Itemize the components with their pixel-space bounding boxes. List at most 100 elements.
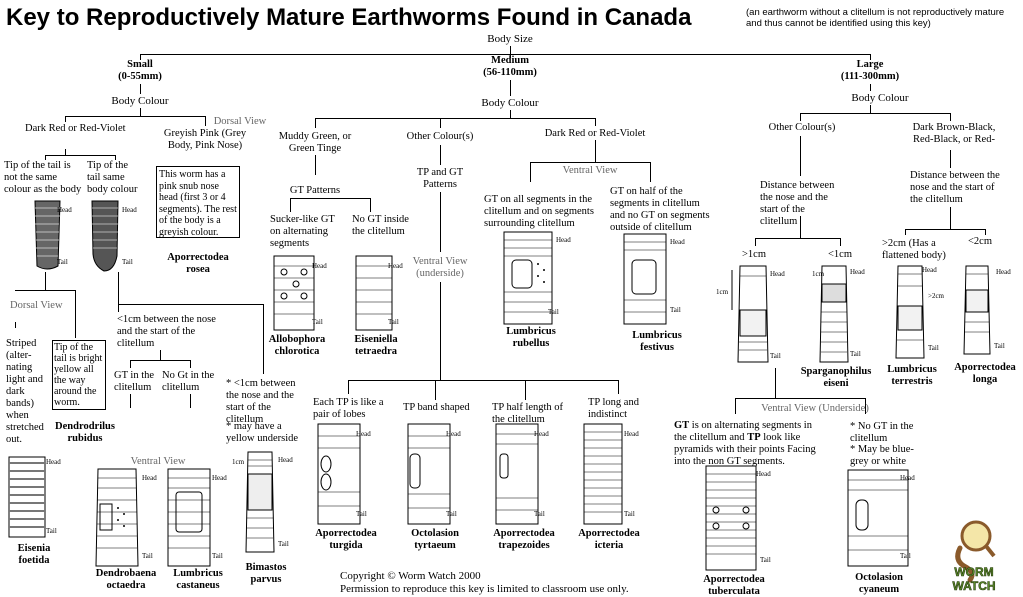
- small-colour-stem: [140, 108, 141, 116]
- tail-label: Tail: [57, 258, 68, 266]
- large-lt2cm: <2cm: [968, 236, 992, 247]
- large-colour-stem: [870, 105, 871, 113]
- no-gt-in-down: [190, 394, 191, 408]
- head-label: Head: [142, 474, 157, 482]
- other-stem: [440, 118, 441, 128]
- tail-same-stem: [115, 155, 116, 160]
- lt1cm-branch: [118, 304, 263, 305]
- striped-stem: [15, 322, 16, 328]
- copyright-line-2: Permission to reproduce this key is limi…: [340, 583, 629, 595]
- muddy-stem: [315, 118, 316, 128]
- tail-label: Tail: [142, 552, 153, 560]
- tp-gt-stem: [440, 145, 441, 165]
- no-gt-inside-stem: [370, 198, 371, 212]
- worm-illustration-parvus: [245, 451, 275, 553]
- lt1cm-large-stem: [840, 238, 841, 246]
- head-label: Head: [278, 456, 293, 464]
- tip-yellow-box: Tip of the tail is bright yellow all the…: [52, 340, 106, 410]
- icteria-name: Aporrectodea icteria: [578, 528, 640, 551]
- large-lt1cm: <1cm: [828, 249, 852, 260]
- one-cm-label: 1cm: [812, 270, 825, 278]
- gt-branch-stem: [160, 350, 161, 360]
- lt1cm-stem: [118, 272, 119, 304]
- worm-illustration-tetraedra: [355, 255, 393, 331]
- worm-illustration-tail-same: [91, 200, 119, 272]
- gt-pyramids-text-1: is on alternating segments in the clitel…: [674, 420, 812, 443]
- terrestris-name: Lumbricus terrestris: [887, 364, 937, 387]
- large-gt1cm: >1cm: [742, 249, 766, 260]
- tail-label: Tail: [900, 552, 911, 560]
- tail-label: Tail: [388, 318, 399, 326]
- tp-long-stem: [618, 380, 619, 394]
- medium-colour-label: Body Colour: [481, 97, 539, 109]
- svg-text:WATCH: WATCH: [952, 579, 995, 593]
- distance1-stem: [800, 136, 801, 176]
- parvus-lt1cm: * <1cm between the nose and the start of…: [226, 378, 296, 425]
- head-label: Head: [534, 430, 549, 438]
- tp-lobes-stem: [348, 380, 349, 394]
- medium-dark-red: Dark Red or Red-Violet: [544, 128, 646, 139]
- ventral-under-large-stem: [775, 368, 776, 398]
- gt-term: GT: [674, 420, 690, 431]
- worm-illustration-castaneus: [167, 468, 211, 567]
- head-label: Head: [122, 206, 137, 214]
- large-no-gt: * No GT in the clitellum: [850, 421, 914, 444]
- tuberculata-stem: [735, 398, 736, 414]
- gt-in-down: [130, 394, 131, 408]
- tail-label: Tail: [624, 510, 635, 518]
- darkred-sub-stem: [595, 140, 596, 162]
- longa-name: Aporrectodea longa: [954, 362, 1016, 385]
- tp-half: TP half length of the clitellum: [492, 402, 564, 425]
- festivus-name: Lumbricus festivus: [632, 330, 682, 353]
- worm-illustration-foetida: [8, 456, 46, 538]
- head-label: Head: [57, 206, 72, 214]
- sucker-stem: [290, 198, 291, 212]
- large-dark-stem: [950, 113, 951, 121]
- worm-illustration-cyaneum: [847, 469, 909, 567]
- distance2-stem: [950, 150, 951, 168]
- small-colour-label: Body Colour: [111, 95, 169, 107]
- foetida-name: Eisenia foetida: [17, 543, 51, 566]
- tail-notsame-stem: [45, 155, 46, 160]
- large-colour-label: Body Colour: [851, 92, 909, 104]
- gt-half-stem: [650, 162, 651, 182]
- worm-illustration-longa: [963, 265, 991, 355]
- rubellus-name: Lumbricus rubellus: [506, 326, 556, 349]
- head-label: Head: [770, 270, 785, 278]
- worm-illustration-tuberculata: [705, 465, 757, 571]
- tp-type-stem: [440, 282, 441, 380]
- no-gt-in-clitellum: No Gt in the clitellum: [162, 370, 215, 393]
- head-label: Head: [446, 430, 461, 438]
- no-gt-in-stem: [190, 360, 191, 368]
- tp-band: TP band shaped: [403, 402, 470, 413]
- head-label: Head: [900, 474, 915, 482]
- tail-label: Tail: [446, 510, 457, 518]
- distance2-down: [950, 207, 951, 229]
- small-greyish-pink: Greyish Pink (Grey Body, Pink Nose): [163, 128, 247, 151]
- sucker-gt: Sucker-like GT on alternating segments: [270, 214, 335, 249]
- copyright-line-1: Copyright © Worm Watch 2000: [340, 570, 481, 582]
- worm-illustration-rubellus: [503, 231, 553, 325]
- parvus-yellow: * may have a yellow underside: [226, 421, 299, 444]
- medium-ventral-view: Ventral View: [562, 165, 618, 176]
- worm-illustration-icteria: [583, 423, 623, 525]
- one-cm-label: 1cm: [232, 458, 245, 466]
- large-range: (111-300mm): [840, 71, 900, 82]
- tyrtaeum-name: Octolasion tyrtaeum: [411, 528, 459, 551]
- worm-illustration-chlorotica: [273, 255, 315, 331]
- tp-half-stem: [525, 380, 526, 400]
- castaneus-name: Lumbricus castaneus: [173, 568, 223, 591]
- worm-illustration-terrestris: [895, 265, 925, 359]
- distance1-branch: [755, 238, 840, 239]
- large-other-stem: [800, 113, 801, 121]
- head-label: Head: [624, 430, 639, 438]
- medium-heading: Medium: [491, 55, 529, 66]
- tail-label: Tail: [670, 306, 681, 314]
- small-darkred-stem: [65, 116, 66, 122]
- tail-label: Tail: [850, 350, 861, 358]
- tuberculata-name: Aporrectodea tuberculata: [703, 574, 765, 597]
- tail-not-same: Tip of the tail is not the same colour a…: [4, 160, 82, 195]
- gt-in-stem: [130, 360, 131, 368]
- medium-stem: [510, 54, 511, 58]
- small-ventral-view: Ventral View: [130, 456, 186, 467]
